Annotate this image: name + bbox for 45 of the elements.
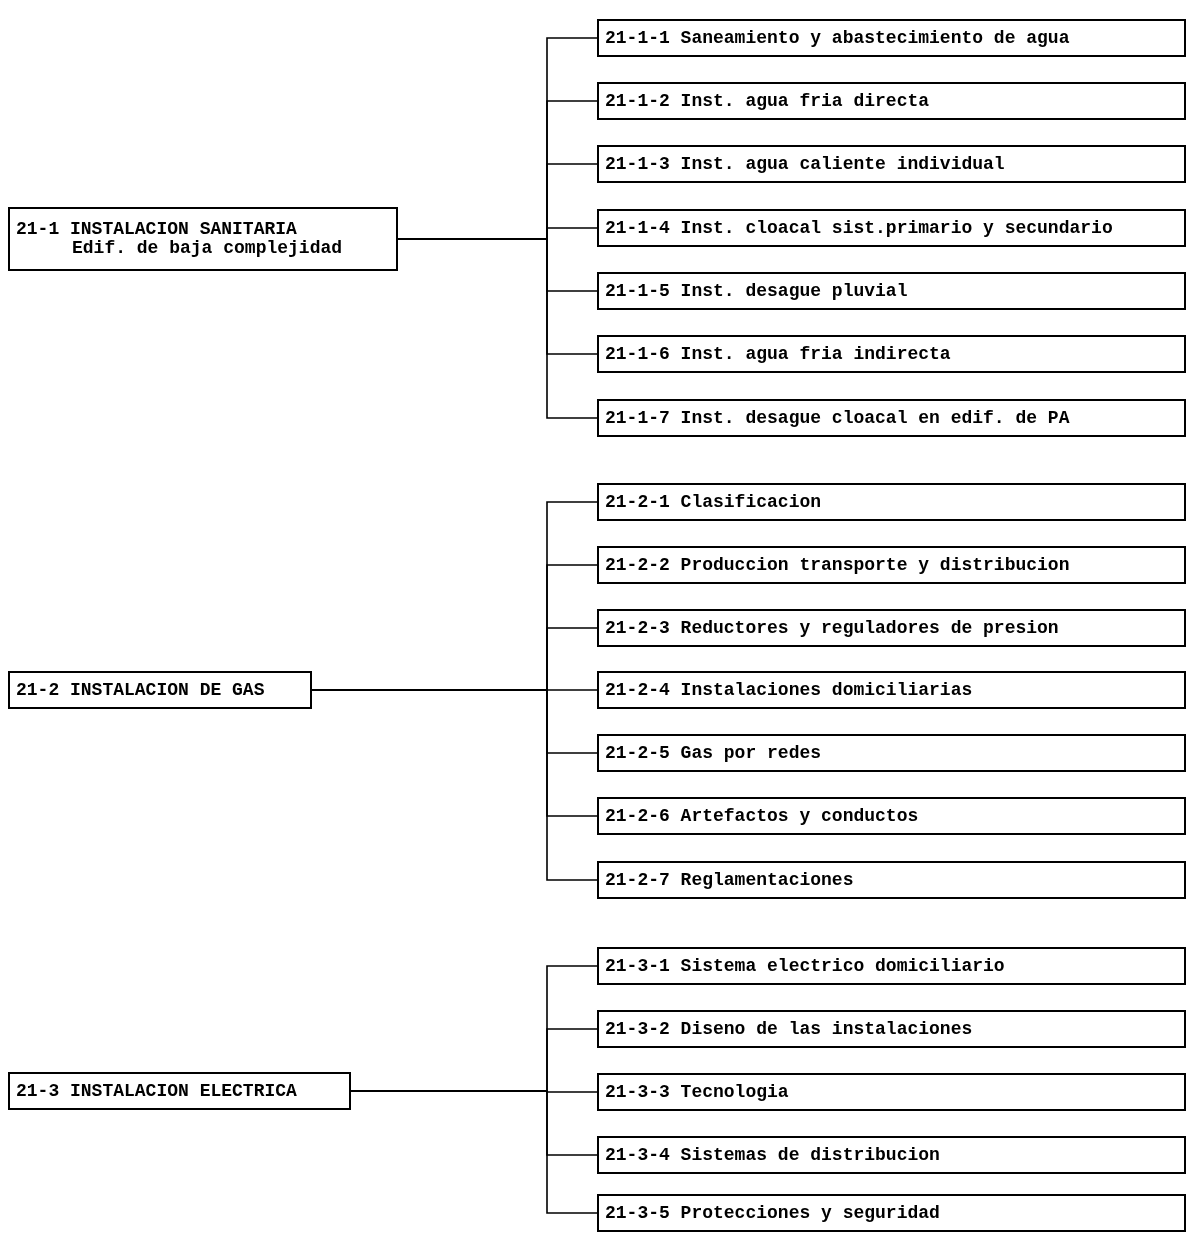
topic-box [597,82,1186,120]
topic-box [597,335,1186,373]
box-label: Edif. de baja complejidad [71,239,344,258]
box-label: 21-1-5 Inst. desague pluvial [605,281,909,301]
topic-box [597,209,1186,247]
section-box [8,1072,351,1110]
box-label: 21-3-5 Protecciones y seguridad [605,1203,941,1223]
topic-box [597,483,1186,521]
topic-box [597,272,1186,310]
topic-box [597,546,1186,584]
topic-box [597,1073,1186,1111]
topic-box [597,399,1186,437]
box-label: 21-2-3 Reductores y reguladores de presion [605,618,1060,638]
box-label: 21-2-7 Reglamentaciones [605,870,855,890]
box-label: 21-1-7 Inst. desague cloacal en edif. de PA [605,408,1071,428]
section-box [8,671,312,709]
box-label: 21-2-1 Clasificacion [605,492,823,512]
box-label: 21-2 INSTALACION DE GAS [16,680,266,700]
topic-box [597,609,1186,647]
box-label: 21-2-2 Produccion transporte y distribucion [605,555,1071,575]
box-label: 21-3-4 Sistemas de distribucion [605,1145,941,1165]
box-label: 21-3 INSTALACION ELECTRICA [16,1081,298,1101]
topic-box [597,734,1186,772]
box-label: 21-3-2 Diseno de las instalaciones [605,1019,974,1039]
topic-box [597,671,1186,709]
topic-box [597,861,1186,899]
box-label: 21-2-5 Gas por redes [605,743,823,763]
box-label: 21-2-6 Artefactos y conductos [605,806,920,826]
box-label: 21-1 INSTALACION SANITARIA [16,220,298,239]
box-label: 21-1-3 Inst. agua caliente individual [605,154,1006,174]
box-label: 21-1-4 Inst. cloacal sist.primario y secundario [605,218,1114,238]
box-label: 21-1-6 Inst. agua fria indirecta [605,344,952,364]
box-label: 21-2-4 Instalaciones domiciliarias [605,680,974,700]
topic-box [597,797,1186,835]
box-label: 21-3-3 Tecnologia [605,1082,790,1102]
box-label: 21-3-1 Sistema electrico domiciliario [605,956,1006,976]
topic-box [597,1194,1186,1232]
topic-box [597,19,1186,57]
topic-box [597,947,1186,985]
topic-box [597,1010,1186,1048]
topic-box [597,145,1186,183]
section-box [8,207,398,271]
box-label: 21-1-2 Inst. agua fria directa [605,91,931,111]
topic-box [597,1136,1186,1174]
box-label: 21-1-1 Saneamiento y abastecimiento de agua [605,28,1071,48]
